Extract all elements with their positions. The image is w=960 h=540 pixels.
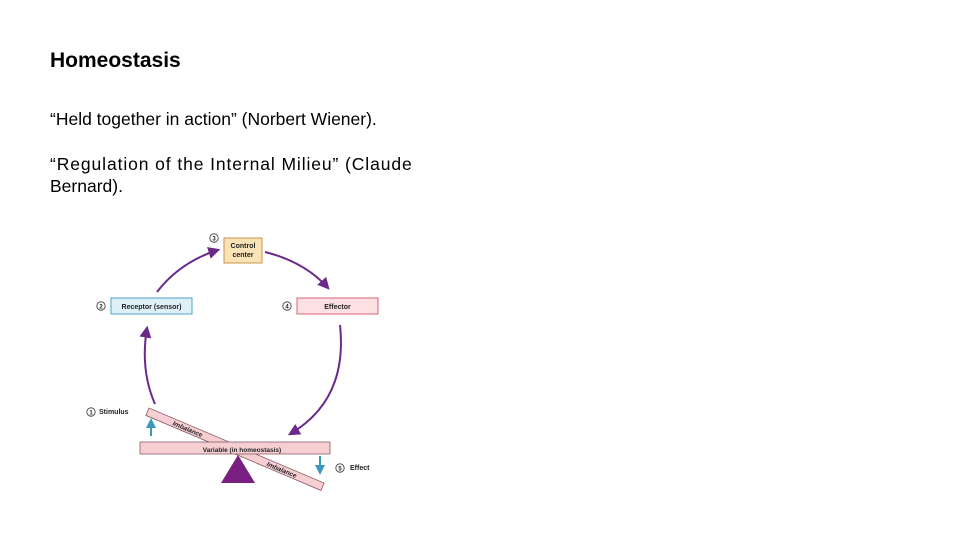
imbalance-label-bottom: Imbalance (265, 461, 297, 480)
step-marker-2: 2 (96, 301, 106, 311)
imbalance-label-top: Imbalance (171, 420, 203, 439)
arrow-stimulus-to-receptor (139, 325, 156, 405)
step-marker-3: 3 (209, 233, 219, 243)
step-marker-4: 4 (282, 301, 292, 311)
variable-label: Variable (in homeostasis) (203, 447, 281, 454)
step-marker-1: 1 (86, 407, 96, 417)
svg-text:1: 1 (89, 411, 93, 417)
receptor-box (110, 297, 193, 315)
effector-label: Effector (324, 304, 351, 311)
quote-bernard: “Regulation of the Internal Milieu” (Cla… (50, 153, 470, 197)
arrow-receptor-to-control (156, 247, 221, 293)
svg-text:5: 5 (338, 467, 342, 473)
effector-box (296, 297, 379, 315)
control-center-label-line2: center (232, 252, 253, 259)
control-center-label-line1: Control (231, 243, 256, 250)
svg-text:4: 4 (285, 305, 289, 311)
fulcrum-triangle (221, 455, 255, 483)
quote-bernard-line2: Bernard). (50, 176, 123, 196)
variable-beam (139, 441, 331, 455)
svg-text:3: 3 (212, 237, 216, 243)
effect-label: Effect (350, 465, 370, 472)
svg-text:2: 2 (99, 305, 103, 311)
step-marker-5: 5 (335, 463, 345, 473)
stimulus-label: Stimulus (99, 409, 129, 416)
quote-wiener: “Held together in action” (Norbert Wiene… (50, 109, 377, 129)
receptor-label: Receptor (sensor) (122, 304, 182, 311)
slide-title: Homeostasis (50, 49, 181, 72)
control-center-box (223, 237, 263, 264)
arrow-effector-to-variable (287, 324, 342, 436)
arrow-control-to-effector (264, 251, 330, 290)
quote-bernard-line1: “Regulation of the Internal Milieu” (Cla… (50, 154, 413, 174)
